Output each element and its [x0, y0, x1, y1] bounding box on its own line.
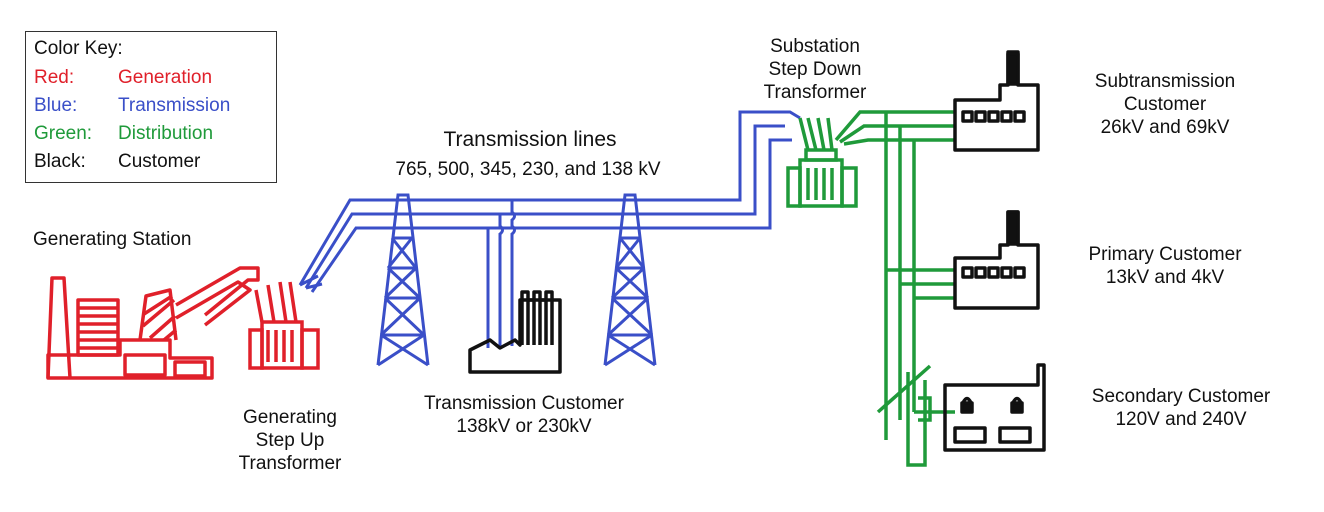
color-key-value: Transmission: [118, 95, 231, 116]
color-key-item-distribution: Green: Distribution: [34, 123, 213, 145]
step-up-transformer-label: Generating Step Up Transformer: [210, 406, 370, 475]
transmission-customer-factory-icon: [468, 290, 562, 374]
substation-label-line: Transformer: [763, 82, 867, 103]
subtransmission-customer-label: Subtransmission Customer 26kV and 69kV: [1060, 70, 1270, 139]
color-key-label: Black:: [34, 151, 86, 172]
color-key-item-transmission: Blue: Transmission: [34, 95, 230, 117]
step-up-transformer-label-line: Transformer: [238, 453, 342, 474]
step-up-transformer-label-line: Generating: [242, 407, 337, 428]
primary-customer-label-line: Primary Customer: [1088, 244, 1242, 265]
generating-station-label: Generating Station: [33, 229, 192, 250]
secondary-customer-label-line: 120V and 240V: [1115, 409, 1247, 430]
color-key-title: Color Key:: [34, 38, 123, 59]
substation-label-line: Step Down: [768, 59, 862, 80]
distribution-lines: [834, 110, 955, 467]
color-key-value: Customer: [118, 151, 201, 172]
color-key-item-generation: Red: Generation: [34, 67, 212, 89]
subtransmission-customer-building-icon: [953, 50, 1040, 152]
transmission-customer-label-line: Transmission Customer: [424, 393, 624, 414]
transmission-customer-label: Transmission Customer 138kV or 230kV: [384, 392, 664, 438]
secondary-customer-house-icon: [943, 363, 1046, 452]
secondary-customer-label-line: Secondary Customer: [1091, 386, 1271, 407]
color-key-value: Distribution: [118, 123, 214, 144]
substation-step-down-transformer-icon: [786, 117, 858, 208]
color-key-item-customer: Black: Customer: [34, 151, 200, 173]
color-key-label: Blue:: [34, 95, 78, 116]
substation-label: Substation Step Down Transformer: [740, 35, 890, 104]
subtransmission-customer-label-line: Subtransmission: [1094, 71, 1236, 92]
color-key-label: Green:: [34, 123, 93, 144]
subtransmission-customer-label-line: 26kV and 69kV: [1100, 117, 1230, 138]
transmission-tower-left-icon: [376, 193, 430, 367]
transmission-tower-right-icon: [603, 193, 657, 367]
substation-label-line: Substation: [770, 36, 860, 57]
color-key-value: Generation: [118, 67, 213, 88]
generating-station-icon: [46, 266, 260, 380]
primary-customer-label-line: 13kV and 4kV: [1105, 267, 1225, 288]
transmission-lines-label: Transmission lines: [443, 128, 617, 151]
color-key-label: Red:: [34, 67, 75, 88]
primary-customer-label: Primary Customer 13kV and 4kV: [1060, 243, 1270, 289]
primary-customer-building-icon: [953, 210, 1040, 310]
transmission-customer-label-line: 138kV or 230kV: [456, 416, 592, 437]
subtransmission-customer-label-line: Customer: [1123, 94, 1207, 115]
color-key: Color Key: Red: Generation Blue: Transmiss…: [25, 31, 277, 183]
transmission-voltages-label: 765, 500, 345, 230, and 138 kV: [395, 159, 661, 180]
step-up-transformer-icon: [248, 281, 320, 370]
secondary-customer-label: Secondary Customer 120V and 240V: [1056, 385, 1306, 431]
transmission-lines: [298, 110, 801, 348]
step-up-transformer-label-line: Step Up: [255, 430, 325, 451]
